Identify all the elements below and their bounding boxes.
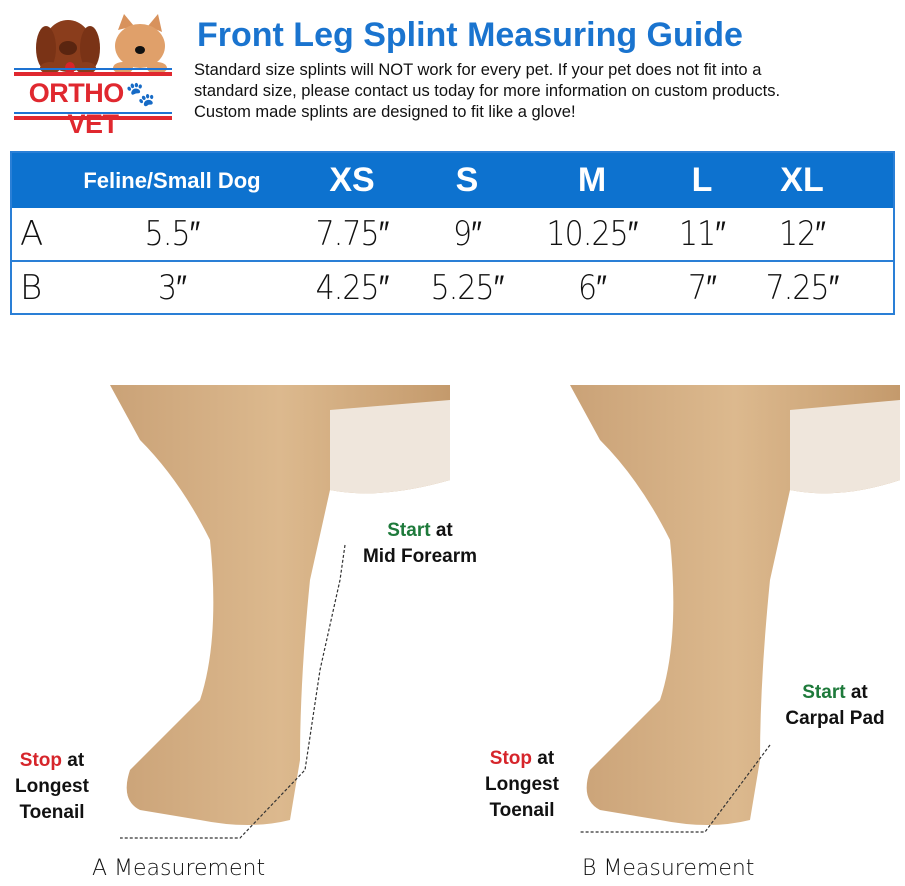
col-header-feline: Feline/Small Dog xyxy=(83,168,261,193)
measurement-arrow-a xyxy=(120,544,346,839)
col-header-l: L xyxy=(691,161,713,199)
table-row: A 5.5″ 7.75″ 9″ 10.25″ 11″ 12″ xyxy=(12,208,893,262)
logo-stripe-blue xyxy=(14,68,172,70)
row-label: B xyxy=(20,268,42,308)
description-line: Standard size splints will NOT work for … xyxy=(194,61,762,79)
start-label-a: Start at Mid Forearm xyxy=(362,520,478,567)
table-cell: 11″ xyxy=(678,214,726,254)
table-cell: 4.25″ xyxy=(315,268,390,308)
logo-stripe-blue xyxy=(14,112,172,114)
dog-leg-image-b xyxy=(570,385,900,833)
col-header-m: M xyxy=(577,161,607,199)
table-header: Feline/Small Dog XS S M L XL xyxy=(12,153,893,208)
stop-label-b: Stop at Longest Toenail xyxy=(485,748,559,821)
page-title: Front Leg Splint Measuring Guide xyxy=(197,16,743,54)
dog-leg-image-a xyxy=(110,385,450,839)
table-cell: 5.25″ xyxy=(430,268,505,308)
caption-a: A Measurement xyxy=(92,856,266,881)
measurement-arrow-b xyxy=(580,744,771,833)
row-label: A xyxy=(20,214,43,254)
table-cell: 9″ xyxy=(453,214,482,254)
table-cell: 3″ xyxy=(158,268,187,308)
description-line: standard size, please contact us today f… xyxy=(194,82,781,100)
table-cell: 6″ xyxy=(578,268,607,308)
orthovet-logo: ORTHO🐾VET xyxy=(10,8,176,139)
table-cell: 10.25″ xyxy=(546,214,639,254)
description: Standard size splints will NOT work for … xyxy=(194,60,899,123)
logo-stripe-red xyxy=(14,116,172,120)
col-header-xs: XS xyxy=(329,161,375,199)
caption-b: B Measurement xyxy=(582,856,755,881)
stop-label-a: Stop at Longest Toenail xyxy=(15,750,89,823)
logo-stripe-red xyxy=(14,72,172,76)
col-header-xl: XL xyxy=(780,161,824,199)
logo-wordmark: ORTHO🐾VET xyxy=(28,78,156,140)
start-label-b: Start at Carpal Pad xyxy=(785,682,885,729)
table-cell: 5.5″ xyxy=(144,214,201,254)
table-cell: 7″ xyxy=(688,268,717,308)
paw-icon: 🐾 xyxy=(125,81,156,109)
description-line: Custom made splints are designed to fit … xyxy=(194,103,576,121)
table-cell: 7.25″ xyxy=(765,268,840,308)
table-row: B 3″ 4.25″ 5.25″ 6″ 7″ 7.25″ xyxy=(12,262,893,314)
table-cell: 12″ xyxy=(778,214,826,254)
table-cell: 7.75″ xyxy=(315,214,390,254)
col-header-s: S xyxy=(455,161,479,199)
size-table: Feline/Small Dog XS S M L XL A 5.5″ 7.75… xyxy=(10,151,895,315)
